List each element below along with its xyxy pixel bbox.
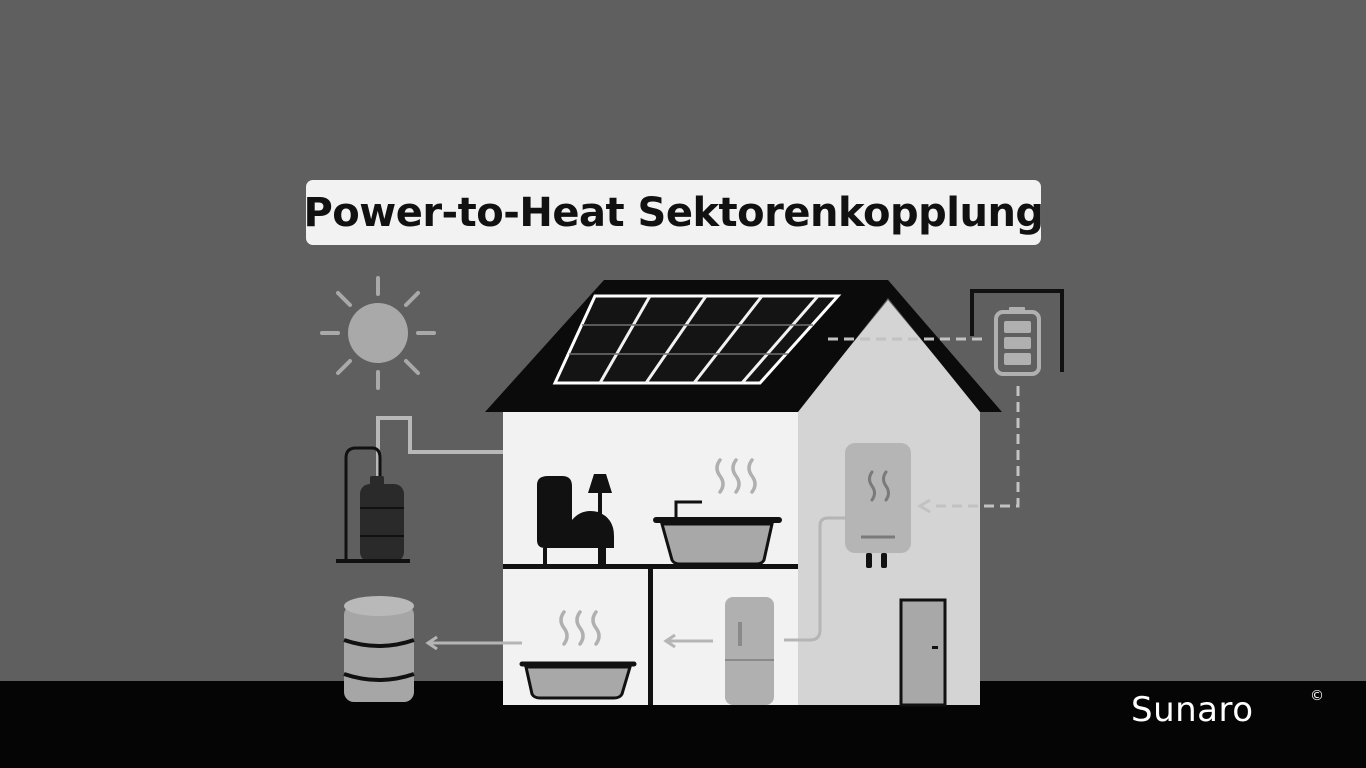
armchair-icon: [537, 476, 614, 564]
heat-steam-icon: [715, 458, 757, 494]
heat-flow-arrow: [663, 633, 713, 649]
bathtub-icon: [653, 500, 782, 566]
floor-divider: [503, 564, 798, 569]
title-banner: Power-to-Heat Sektorenkopplung: [303, 180, 1044, 245]
page-title: Power-to-Heat Sektorenkopplung: [303, 189, 1044, 236]
washbasin-icon: [519, 661, 637, 700]
fridge-icon: [725, 597, 774, 705]
sun-icon: [320, 276, 436, 390]
power-line: [828, 337, 1020, 508]
inner-wall: [648, 569, 653, 705]
floor-lamp-icon: [588, 474, 612, 564]
copyright-mark: ©: [1310, 688, 1324, 704]
battery-icon: [994, 307, 1041, 376]
storage-drum-icon: [343, 596, 415, 702]
heat-steam-icon: [559, 610, 601, 646]
battery-wall-mount: [970, 289, 1064, 372]
brand-logo: Sunaro: [1131, 690, 1254, 730]
solar-panel-icon: [552, 294, 842, 385]
pressure-tank-icon: [336, 446, 410, 563]
heat-pipe: [784, 516, 845, 642]
door-icon: [899, 598, 947, 707]
boiler-icon: [845, 443, 911, 568]
heat-flow-arrow: [425, 635, 522, 651]
power-arrow: [917, 498, 931, 514]
